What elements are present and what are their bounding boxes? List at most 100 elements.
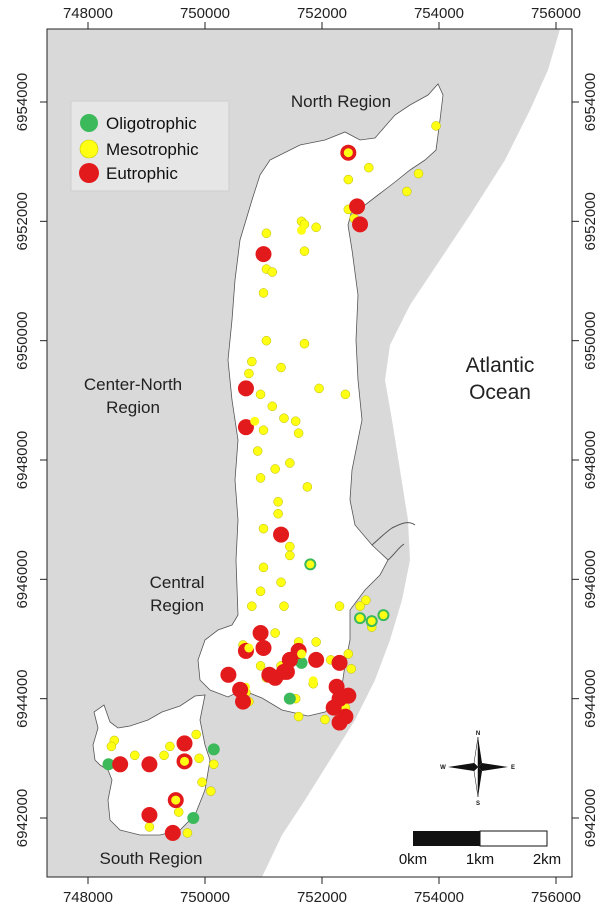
mesotrophic-station bbox=[261, 335, 272, 346]
south-region-label: South Region bbox=[99, 849, 202, 868]
mesotrophic-station bbox=[106, 741, 117, 752]
mesotrophic-station bbox=[197, 777, 207, 787]
mesotrophic-station bbox=[285, 541, 295, 552]
mesotrophic-station bbox=[279, 601, 289, 611]
mesotrophic-station bbox=[159, 750, 169, 761]
mesotrophic-station bbox=[270, 464, 280, 474]
mesotrophic-station bbox=[258, 523, 269, 534]
mesotrophic-station bbox=[261, 228, 272, 239]
x-tick-label-bottom: 752000 bbox=[297, 889, 347, 906]
eutrophic-station-mesotrophic-center bbox=[244, 643, 254, 653]
map-frame bbox=[47, 29, 572, 877]
legend: Oligotrophic Mesotrophic Eutrophic bbox=[70, 100, 230, 192]
mesotrophic-station bbox=[343, 649, 354, 659]
y-tick-label-right: 6944000 bbox=[582, 669, 599, 727]
mesotrophic-station bbox=[165, 741, 175, 752]
eutrophic-station bbox=[352, 216, 369, 233]
mesotrophic-station bbox=[431, 121, 441, 131]
scale-bar: 0km 1km 2km bbox=[399, 830, 561, 868]
oligotrophic-station-mesotrophic-center bbox=[356, 614, 365, 623]
eutrophic-station-mesotrophic-center bbox=[297, 649, 307, 659]
eutrophic-station bbox=[112, 756, 129, 773]
x-tick-label-top: 754000 bbox=[414, 5, 464, 22]
x-tick-label-top: 748000 bbox=[63, 5, 113, 22]
y-tick-label-right: 6948000 bbox=[582, 431, 599, 489]
legend-eutrophic-label: Eutrophic bbox=[106, 164, 178, 183]
eutrophic-station-mesotrophic-center bbox=[180, 756, 190, 766]
scale-label-2: 2km bbox=[533, 851, 561, 868]
mesotrophic-station bbox=[130, 750, 140, 761]
mesotrophic-station bbox=[255, 389, 266, 400]
compass-w-label: W bbox=[440, 765, 446, 771]
mesotrophic-station bbox=[279, 413, 289, 423]
compass-rose: N S W E bbox=[440, 731, 515, 807]
eutrophic-station bbox=[331, 714, 348, 731]
compass-west-arrow bbox=[448, 763, 478, 771]
mesotrophic-station bbox=[346, 664, 356, 674]
mesotrophic-station bbox=[270, 628, 280, 638]
eutrophic-station-mesotrophic-center bbox=[343, 148, 353, 158]
mesotrophic-station bbox=[144, 822, 155, 832]
eutrophic-station-mesotrophic-center bbox=[171, 795, 181, 805]
legend-oligotrophic-swatch bbox=[80, 114, 98, 132]
mesotrophic-station bbox=[191, 729, 201, 740]
eutrophic-station bbox=[340, 687, 357, 704]
mesotrophic-station bbox=[247, 601, 257, 611]
mesotrophic-station bbox=[293, 711, 304, 722]
eutrophic-station-mesotrophic-center bbox=[297, 225, 307, 235]
eutrophic-station bbox=[255, 639, 272, 656]
mesotrophic-station bbox=[273, 497, 283, 507]
eutrophic-station bbox=[325, 699, 342, 716]
y-tick-label-right: 6942000 bbox=[582, 789, 599, 847]
mesotrophic-station bbox=[194, 753, 204, 764]
eutrophic-station bbox=[252, 625, 269, 642]
scale-bar-white-segment bbox=[479, 830, 548, 847]
ocean-label-line1: Atlantic bbox=[466, 354, 535, 377]
mesotrophic-station bbox=[273, 508, 283, 519]
y-tick-label-left: 6954000 bbox=[14, 73, 31, 131]
mesotrophic-station bbox=[302, 482, 313, 492]
legend-mesotrophic-swatch bbox=[79, 139, 99, 159]
mesotrophic-station bbox=[314, 383, 324, 394]
eutrophic-station bbox=[141, 756, 158, 773]
x-tick-label-bottom: 750000 bbox=[180, 889, 230, 906]
oligotrophic-station-mesotrophic-center bbox=[379, 611, 388, 620]
mesotrophic-station bbox=[255, 661, 266, 671]
oligotrophic-station-mesotrophic-center bbox=[367, 617, 376, 626]
x-tick-label-top: 756000 bbox=[531, 5, 581, 22]
mesotrophic-station bbox=[255, 473, 266, 483]
oligotrophic-station-mesotrophic-center bbox=[306, 560, 315, 569]
mesotrophic-station bbox=[247, 356, 257, 367]
channel bbox=[371, 522, 416, 561]
center-north-region-label-line2: Region bbox=[106, 398, 160, 417]
mesotrophic-station bbox=[276, 577, 286, 588]
mesotrophic-station bbox=[364, 162, 374, 173]
eutrophic-station bbox=[278, 663, 295, 680]
eutrophic-station bbox=[141, 807, 158, 824]
mesotrophic-station bbox=[276, 362, 286, 373]
mesotrophic-station bbox=[285, 458, 295, 468]
central-region-label-line1: Central bbox=[150, 573, 205, 592]
map-border bbox=[46, 28, 573, 878]
y-tick-label-right: 6950000 bbox=[582, 311, 599, 369]
mesotrophic-station bbox=[413, 168, 424, 179]
oligotrophic-station bbox=[295, 656, 308, 669]
scale-label-0: 0km bbox=[399, 851, 427, 868]
mesotrophic-station bbox=[244, 368, 254, 379]
oligotrophic-station bbox=[102, 758, 115, 771]
compass-e-label: E bbox=[511, 765, 515, 771]
eutrophic-station-mesotrophic-center bbox=[308, 676, 318, 686]
lagoon-water bbox=[197, 83, 444, 717]
eutrophic-station bbox=[220, 666, 237, 683]
eutrophic-station-mesotrophic-center bbox=[250, 416, 260, 426]
mesotrophic-station bbox=[255, 586, 266, 597]
eutrophic-station bbox=[308, 651, 325, 668]
ocean-label-line2: Ocean bbox=[469, 381, 531, 404]
mesotrophic-station bbox=[206, 786, 216, 796]
mesotrophic-station bbox=[334, 601, 345, 611]
oligotrophic-station bbox=[207, 743, 220, 756]
mesotrophic-station bbox=[299, 246, 310, 256]
oligotrophic-station bbox=[283, 692, 296, 705]
eutrophic-station bbox=[164, 824, 181, 841]
